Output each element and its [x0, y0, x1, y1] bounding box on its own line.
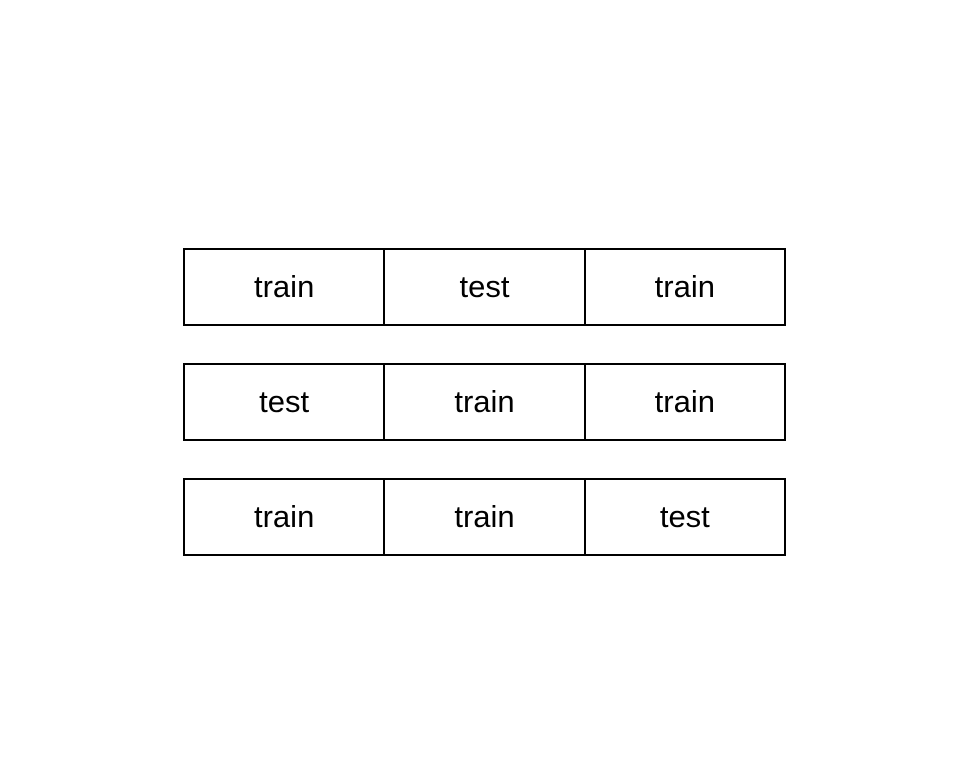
- fold-cell: train: [383, 480, 583, 554]
- fold-cell: train: [383, 365, 583, 439]
- fold-cell: train: [583, 250, 784, 324]
- fold-row-2: test train train: [183, 363, 786, 441]
- fold-cell: train: [254, 269, 315, 304]
- fold-cell: train: [583, 365, 784, 439]
- fold-row-1: train test train: [183, 248, 786, 326]
- fold-cell: test: [383, 250, 583, 324]
- fold-cell: test: [583, 480, 784, 554]
- fold-cell: test: [259, 384, 310, 419]
- fold-cell: train: [254, 499, 315, 534]
- fold-row-3: train train test: [183, 478, 786, 556]
